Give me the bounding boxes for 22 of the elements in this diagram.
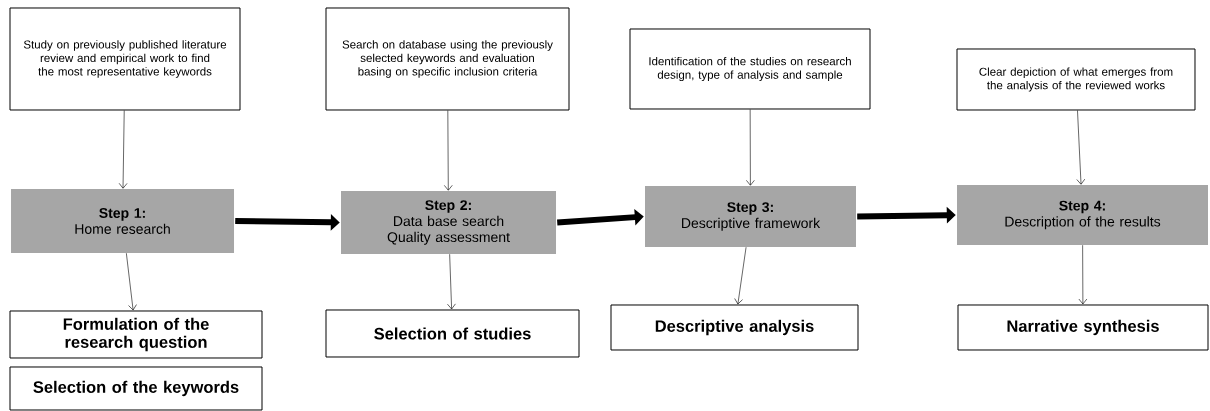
- arrow: [557, 208, 644, 226]
- arrow: [118, 110, 128, 189]
- note-box: Search on database using the previously selected keywords and evaluation basing on specific inclusion criteria: [325, 7, 570, 111]
- step-box: Step 2: Data base search Quality assessment: [341, 191, 556, 254]
- arrow: [126, 252, 137, 311]
- arrow: [447, 253, 456, 310]
- step-box: Step 3: Descriptive framework: [645, 186, 856, 247]
- arrow: [1078, 244, 1088, 305]
- result-box: Descriptive analysis: [610, 304, 859, 351]
- arrow: [444, 110, 453, 191]
- result-box: Narrative synthesis: [957, 304, 1209, 351]
- result-box: Selection of studies: [325, 309, 580, 358]
- note-box: Study on previously published literature review and empirical work to find the most representative keywords: [9, 7, 241, 111]
- result-box: Selection of the keywords: [9, 366, 263, 411]
- arrow: [746, 109, 755, 186]
- note-box: Identification of the studies on research design, type of analysis and sample: [629, 28, 871, 110]
- arrow: [1076, 110, 1086, 185]
- arrow: [734, 246, 747, 305]
- step-box: Step 4: Description of the results: [957, 185, 1208, 245]
- note-box: Clear depiction of what emerges from the analysis of the reviewed works: [956, 48, 1196, 111]
- step-box: Step 1: Home research: [11, 189, 234, 253]
- result-box: Formulation of the research question: [9, 310, 263, 359]
